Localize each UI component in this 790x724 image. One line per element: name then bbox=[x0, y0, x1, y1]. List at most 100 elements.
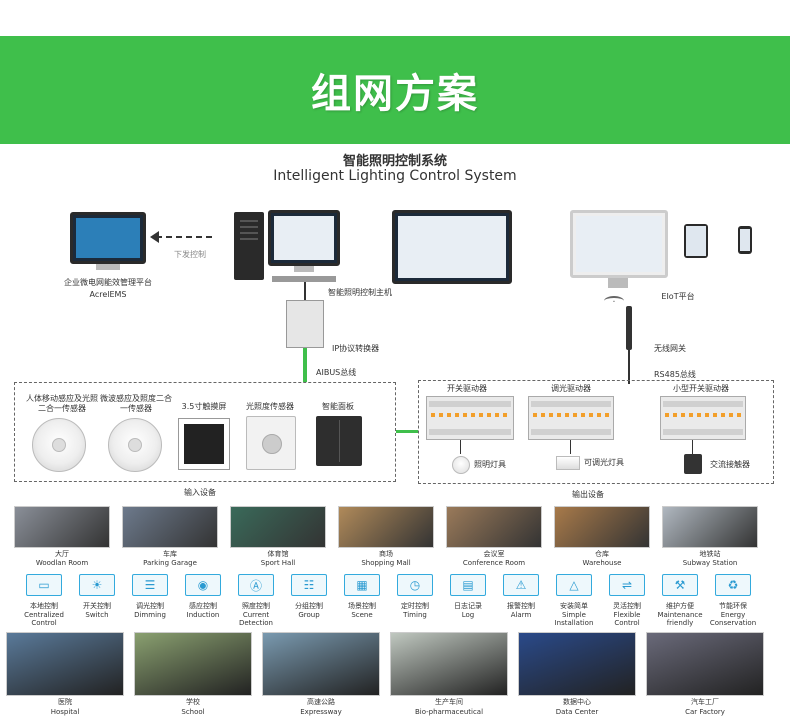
tablet bbox=[684, 224, 708, 258]
scene-label-cn: 会议室 bbox=[483, 550, 505, 558]
application-label-cn: 汽车工厂 bbox=[691, 698, 719, 706]
input-label-5: 智能面板 bbox=[322, 402, 354, 411]
output-caption: 输出设备 bbox=[572, 490, 604, 499]
application-label-cn: 高速公路 bbox=[307, 698, 335, 706]
function-label-cn: 开关控制 bbox=[83, 602, 111, 610]
application-label-cn: 学校 bbox=[186, 698, 200, 706]
wifi-icon: · bbox=[604, 296, 624, 308]
recycle-icon: ♻ bbox=[715, 574, 751, 596]
touch-screen-icon bbox=[178, 418, 230, 470]
host-tower bbox=[234, 212, 264, 280]
platform-monitor bbox=[70, 212, 146, 264]
gauge-icon: Ⓐ bbox=[238, 574, 274, 596]
load-label-1: 照明灯具 bbox=[474, 460, 506, 469]
input-label-3: 3.5寸触摸屏 bbox=[181, 402, 227, 411]
dimming-actuator-module bbox=[528, 396, 614, 440]
input-label-4: 光照度传感器 bbox=[246, 402, 294, 411]
scene-photo bbox=[446, 506, 542, 548]
application-label-cn: 生产车间 bbox=[435, 698, 463, 706]
input-label-2: 微波感应及照度二合一传感器 bbox=[100, 394, 172, 413]
application-photo bbox=[646, 632, 764, 696]
module-label-2: 调光驱动器 bbox=[551, 384, 591, 393]
platform-label-en: AcrelEMS bbox=[89, 290, 127, 299]
function-label-cn: 定时控制 bbox=[401, 602, 429, 610]
grid-icon: ▦ bbox=[344, 574, 380, 596]
microwave-sensor-lens-icon bbox=[128, 438, 142, 452]
function-label-en: Alarm bbox=[510, 611, 532, 619]
triangle-icon: △ bbox=[556, 574, 592, 596]
microwave-sensor-icon bbox=[108, 418, 162, 472]
scene-photo bbox=[14, 506, 110, 548]
host-label: 智能照明控制主机 bbox=[328, 288, 392, 297]
software-monitor bbox=[392, 210, 512, 284]
application-label-en: Hospital bbox=[50, 708, 80, 716]
dashed-arrow bbox=[156, 236, 212, 238]
function-label-cn: 日志记录 bbox=[454, 602, 482, 610]
gateway-label: IP协议转换器 bbox=[332, 344, 380, 353]
application-label-en: Car Factory bbox=[685, 708, 725, 716]
application-photo bbox=[134, 632, 252, 696]
eiot-monitor bbox=[570, 210, 668, 278]
scene-photo bbox=[230, 506, 326, 548]
function-label-en: Timing bbox=[403, 611, 427, 619]
function-label-cn: 场景控制 bbox=[348, 602, 376, 610]
ip-gateway bbox=[286, 300, 324, 348]
platform-label-cn: 企业微电网能效管理平台 bbox=[64, 278, 152, 287]
bulb-icon: ☀ bbox=[79, 574, 115, 596]
function-label-en: Energy Conservation bbox=[709, 611, 757, 627]
clock-icon: ◷ bbox=[397, 574, 433, 596]
application-label-en: School bbox=[181, 708, 205, 716]
scene-label-cn: 地铁站 bbox=[699, 550, 721, 558]
function-label-en: Simple Installation bbox=[554, 611, 594, 627]
function-label-en: Scene bbox=[351, 611, 373, 619]
bus-line bbox=[303, 348, 307, 382]
function-label-en: Switch bbox=[85, 611, 109, 619]
application-photo bbox=[518, 632, 636, 696]
scene-label-cn: 商场 bbox=[379, 550, 393, 558]
module-label-3: 小型开关驱动器 bbox=[673, 384, 729, 393]
scene-label-en: Subway Station bbox=[682, 559, 738, 567]
contactor-icon bbox=[684, 454, 702, 474]
scene-label-en: Sport Hall bbox=[260, 559, 296, 567]
system-title-en: Intelligent Lighting Control System bbox=[273, 168, 517, 184]
function-label-cn: 报警控制 bbox=[507, 602, 535, 610]
keyboard bbox=[272, 276, 336, 282]
dimmable-lamp-icon bbox=[556, 456, 580, 470]
function-label-cn: 本地控制 bbox=[30, 602, 58, 610]
slider-icon: ☰ bbox=[132, 574, 168, 596]
wireless-label: 无线网关 bbox=[654, 344, 686, 353]
function-label-cn: 维护方便 bbox=[666, 602, 694, 610]
load-label-2: 可调光灯具 bbox=[584, 458, 624, 467]
phone bbox=[738, 226, 752, 254]
function-label-cn: 感应控制 bbox=[189, 602, 217, 610]
bus-label: AIBUS总线 bbox=[316, 368, 357, 377]
scene-label-en: Parking Garage bbox=[143, 559, 197, 567]
list-icon: ☷ bbox=[291, 574, 327, 596]
function-label-en: Log bbox=[461, 611, 475, 619]
pir-sensor-lens-icon bbox=[52, 438, 66, 452]
system-title-cn: 智能照明控制系统 bbox=[342, 154, 447, 169]
smart-panel-icon bbox=[316, 416, 362, 466]
wrench-icon: ⚒ bbox=[662, 574, 698, 596]
function-label-cn: 节能环保 bbox=[719, 602, 747, 610]
host-monitor bbox=[268, 210, 340, 266]
function-label-cn: 灵活控制 bbox=[613, 602, 641, 610]
mini-switch-actuator-module bbox=[660, 396, 746, 440]
light-sensor-icon bbox=[246, 416, 296, 470]
lamp-icon bbox=[452, 456, 470, 474]
function-label-cn: 安装简单 bbox=[560, 602, 588, 610]
input-devices-box bbox=[14, 382, 396, 482]
module-label-1: 开关驱动器 bbox=[447, 384, 487, 393]
application-photo bbox=[262, 632, 380, 696]
host-to-gateway-line bbox=[304, 282, 306, 300]
function-label-en: Dimming bbox=[134, 611, 166, 619]
sensor-icon: ◉ bbox=[185, 574, 221, 596]
arrow-label: 下发控制 bbox=[174, 250, 206, 259]
banner-title: 组网方案 bbox=[311, 71, 479, 117]
wireless-antenna bbox=[626, 306, 632, 350]
scene-label-en: Conference Room bbox=[462, 559, 526, 567]
log-icon: ▤ bbox=[450, 574, 486, 596]
scene-label-cn: 大厅 bbox=[55, 550, 69, 558]
function-label-en: Current Detection bbox=[238, 611, 273, 627]
application-label-en: Data Center bbox=[555, 708, 599, 716]
